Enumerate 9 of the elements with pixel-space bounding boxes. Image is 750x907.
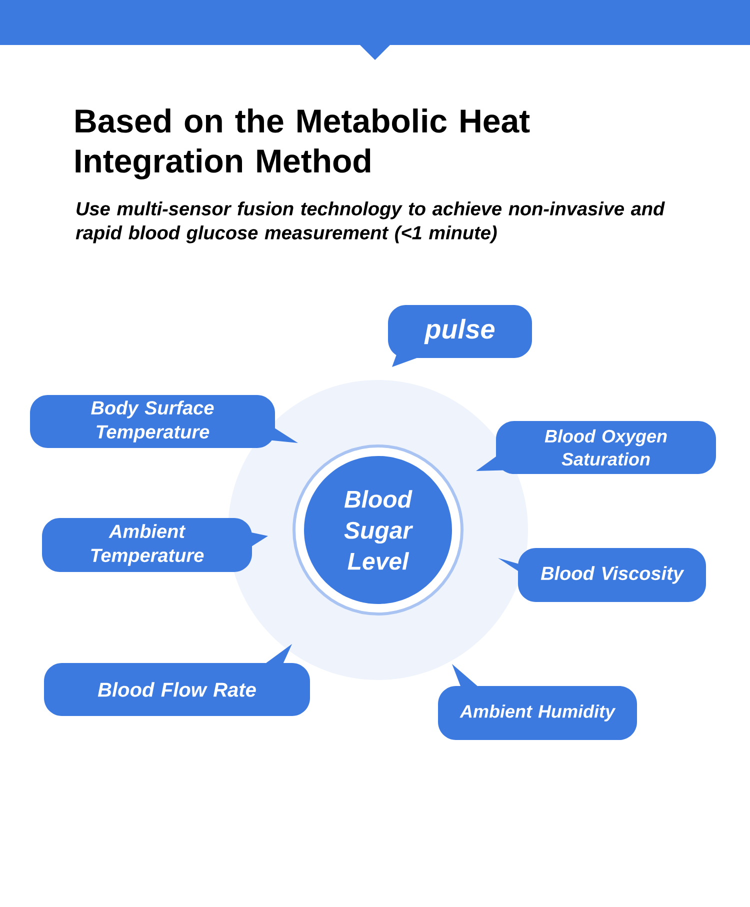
subtitle: Use multi-sensor fusion technology to achieve non-invasive and rapid blood glucose measurement (<1 minute)	[76, 202, 665, 244]
speech-bubble: Blood Oxygen Saturation	[476, 421, 716, 474]
speech-bubble: Blood Viscosity	[498, 548, 706, 602]
title: Based on the Metabolic Heat Integration Method	[76, 108, 530, 180]
speech-bubble: Ambient Humidity	[438, 664, 637, 740]
speech-bubble: pulse	[388, 305, 532, 367]
speech-bubble: Body Surface Temperature	[30, 395, 298, 448]
speech-bubble: Ambient Temperature	[42, 518, 268, 572]
speech-bubble: Blood Flow Rate	[44, 644, 310, 716]
